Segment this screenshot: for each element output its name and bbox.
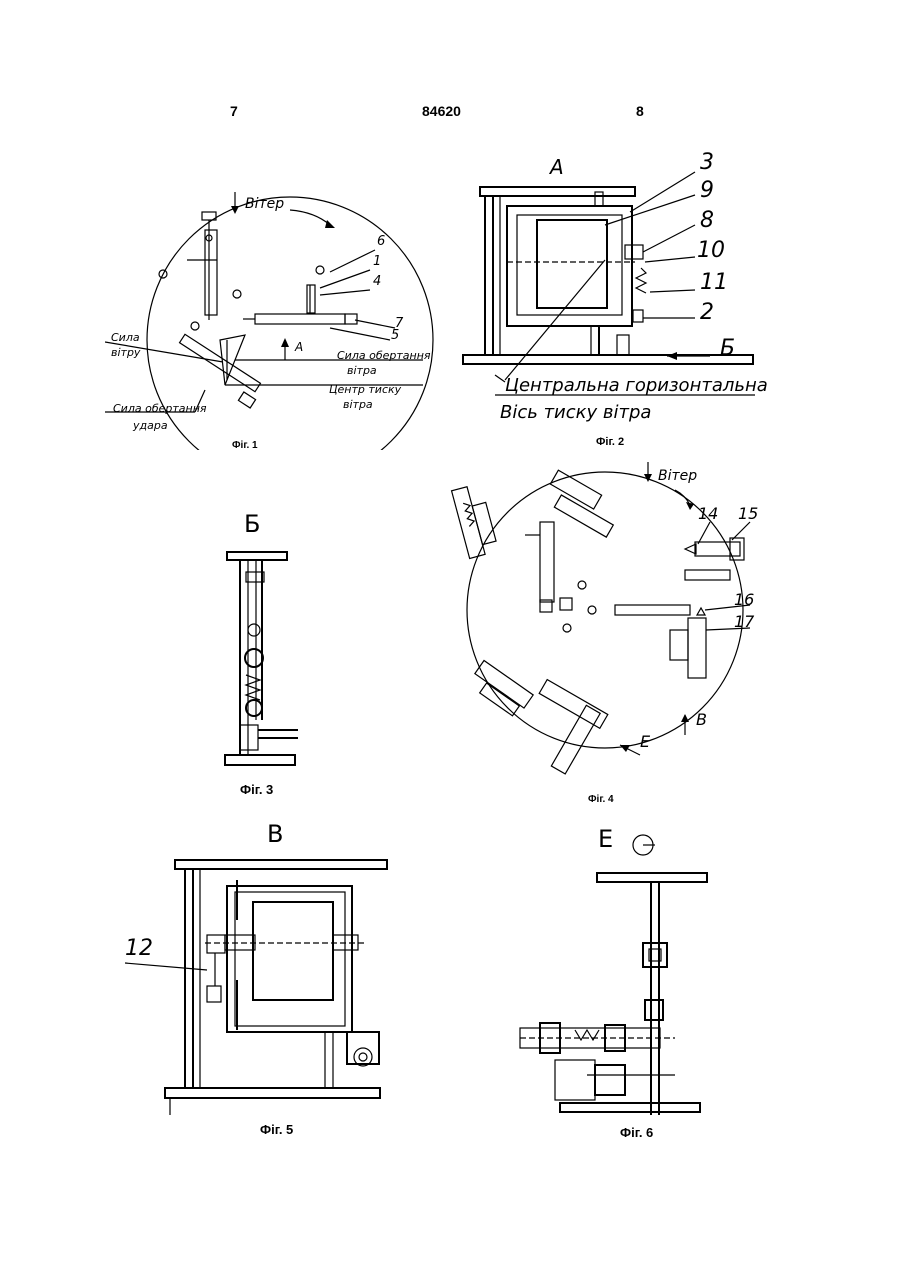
figure-5-drawing [125,820,400,1115]
fig2-view-a: А [550,155,564,179]
fig4-view-e: Е [640,732,650,751]
fig2-label-8: 8 [700,208,714,233]
fig1-wind-force-line1: Сила [111,330,140,345]
fig2-label-9: 9 [700,178,714,203]
fig1-label-6: 6 [377,234,385,249]
fig5-label-12: 12 [125,936,153,961]
fig4-caption: Фіг. 4 [588,794,614,805]
figure-1: Вітер 6 1 4 7 5 А Сила вітру Сила оберта… [105,190,435,450]
fig1-wind-force-line2: вітру [111,345,140,360]
fig1-impact-line2: удара [113,417,207,434]
fig2-view-b: Б [720,336,735,361]
fig1-wind-force: Сила вітру [111,330,140,360]
figure-6: Е [515,825,715,1120]
fig1-label-1: 1 [373,254,381,269]
fig2-caption: Фіг. 2 [596,436,624,448]
fig4-wind-label: Вітер [658,468,697,484]
fig1-label-5: 5 [391,328,399,343]
fig4-label-16: 16 [734,590,754,609]
figure-6-drawing [515,825,715,1120]
fig1-impact-line1: Сила обертання [113,400,207,417]
figure-3-drawing [220,510,310,775]
fig1-rotation-force-line1: Сила обертання [337,348,431,363]
fig3-view-b: Б [244,510,260,538]
fig6-caption: Фіг. 6 [620,1125,653,1140]
fig5-view-v: В [267,820,283,848]
fig2-label-10: 10 [697,238,725,263]
fig6-view-e: Е [598,825,613,853]
fig1-pressure-center: Центр тиску вітра [329,382,401,412]
fig2-label-3: 3 [700,150,714,175]
page-number-left: 7 [230,103,238,119]
fig5-caption: Фіг. 5 [260,1122,293,1137]
fig2-axis-label-line2: Вісь тиску вітра [500,402,651,423]
patent-number: 84620 [422,103,461,119]
figure-4-drawing [440,460,770,795]
figure-3: Б [220,510,310,775]
fig1-pressure-center-line1: Центр тиску [329,382,401,397]
fig1-caption: Фіг. 1 [232,440,258,451]
fig1-pressure-center-line2: вітра [329,397,401,412]
figure-5: В 12 [125,820,400,1115]
fig4-view-v: В [696,710,707,729]
figure-2: А 3 9 8 10 11 2 Б Центральна горизонталь… [455,150,770,435]
fig1-rotation-force-line2: вітра [337,363,431,378]
fig2-label-2: 2 [700,300,714,325]
fig2-label-11: 11 [700,270,728,295]
fig1-rotation-force: Сила обертання вітра [337,348,431,378]
fig4-label-15: 15 [738,504,758,523]
figure-4: Вітер 14 15 16 17 В Е [440,460,770,795]
fig1-wind-label: Вітер [245,196,284,212]
page-number-right: 8 [636,103,644,119]
fig1-view-a: А [295,340,303,354]
fig1-label-4: 4 [373,274,381,289]
fig1-impact-rotation-force: Сила обертання удара [113,400,207,434]
fig4-label-17: 17 [734,612,754,631]
fig3-caption: Фіг. 3 [240,782,273,797]
fig2-axis-label-line1: Центральна горизонтальна [505,375,768,396]
fig4-label-14: 14 [698,504,718,523]
